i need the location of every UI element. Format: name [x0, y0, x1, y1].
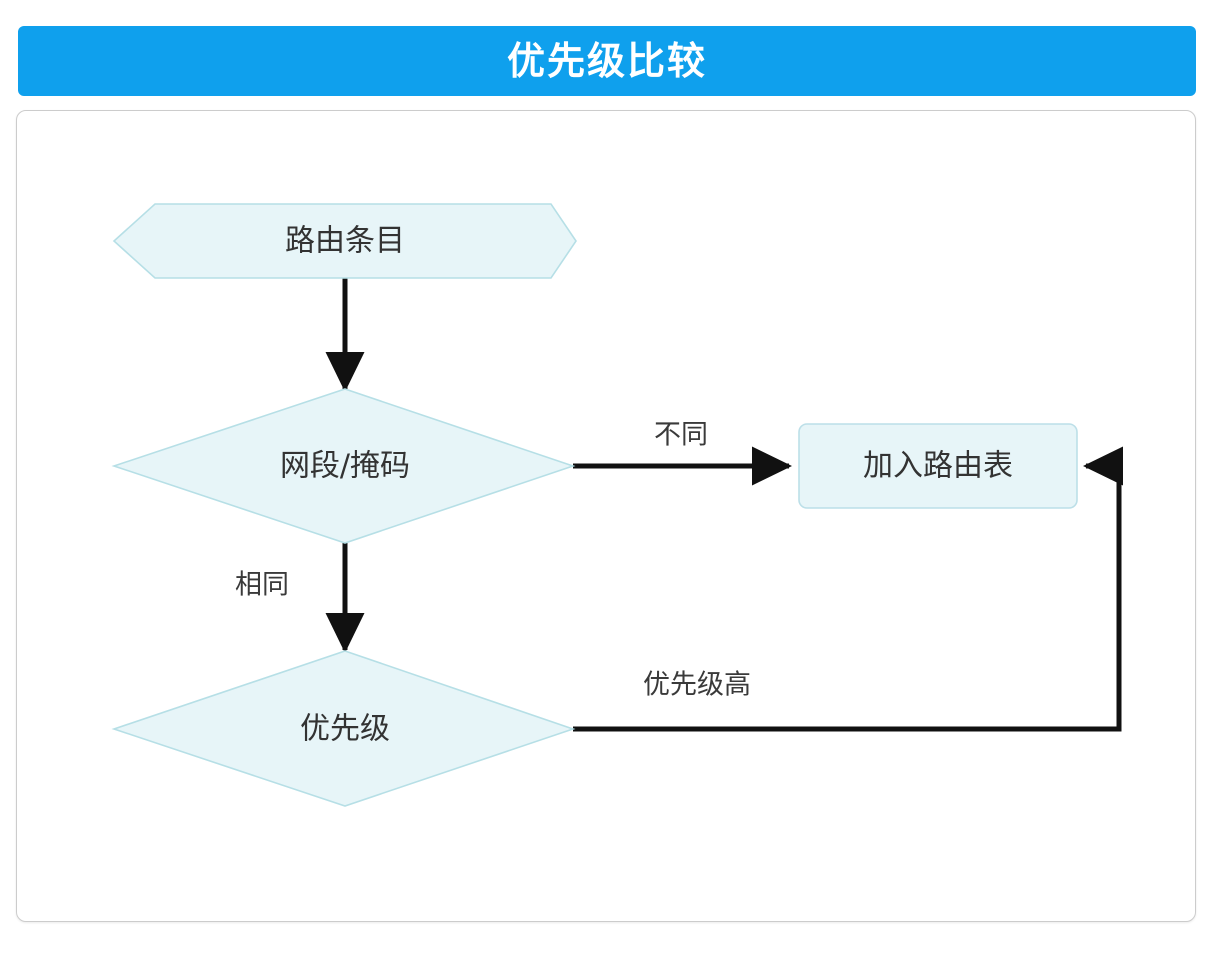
- add-to-table-label: 加入路由表: [863, 449, 1013, 484]
- edge-mask-different: 不同: [573, 420, 792, 486]
- flowchart-canvas: 不同 相同 优先级高 路由条目 网段/掩码: [111, 203, 1124, 807]
- node-route-entry[interactable]: 路由条目: [112, 203, 577, 279]
- diagram-card: 不同 相同 优先级高 路由条目 网段/掩码: [16, 110, 1196, 922]
- edge-mask-same: 相同: [235, 543, 365, 653]
- edge-label-priority-high: 优先级高: [643, 670, 751, 701]
- edge-label-different: 不同: [654, 420, 708, 451]
- priority-label: 优先级: [300, 712, 390, 747]
- route-entry-label: 路由条目: [285, 224, 405, 259]
- node-priority[interactable]: 优先级: [111, 650, 576, 807]
- edge-priority-high-line: [573, 446, 1124, 732]
- add-to-table-shape[interactable]: [798, 423, 1078, 509]
- edge-label-same: 相同: [235, 570, 289, 601]
- page-title: 优先级比较: [506, 39, 707, 83]
- node-network-mask[interactable]: 网段/掩码: [111, 388, 576, 544]
- node-add-to-table[interactable]: 加入路由表: [798, 423, 1078, 509]
- title-banner: 优先级比较: [18, 26, 1196, 96]
- network-mask-shape[interactable]: [111, 388, 576, 544]
- network-mask-label: 网段/掩码: [280, 449, 410, 484]
- route-entry-shape[interactable]: [112, 203, 577, 279]
- edge-priority-high: 优先级高: [573, 446, 1124, 732]
- priority-shape[interactable]: [111, 650, 576, 807]
